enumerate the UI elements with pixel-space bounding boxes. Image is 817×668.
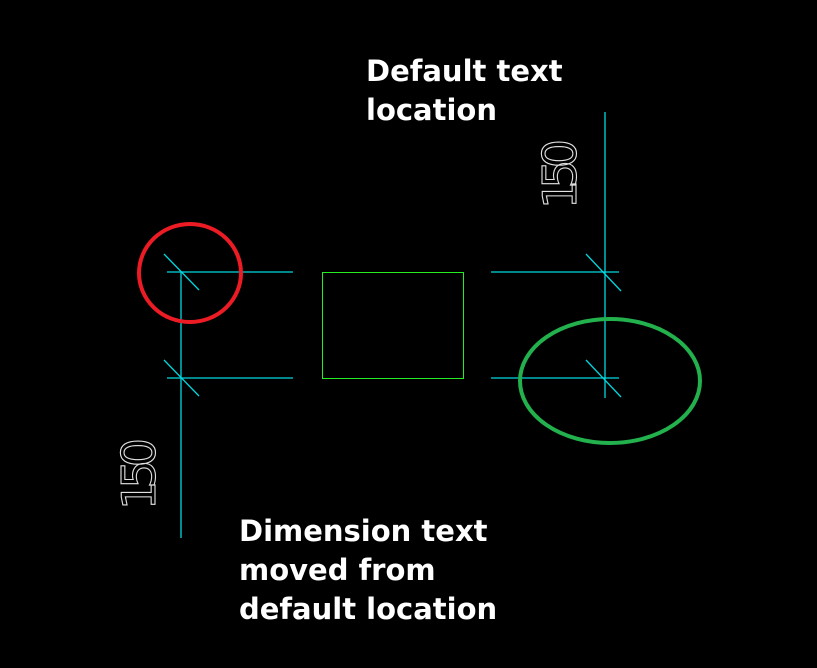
tick-top <box>585 253 622 292</box>
left-dimension-text: 150 <box>112 438 166 510</box>
tick-bottom <box>585 359 622 398</box>
right-dimension-text: 150 <box>533 139 587 209</box>
red-highlight-circle <box>137 222 243 324</box>
object-rectangle[interactable] <box>322 272 464 379</box>
tick-bottom <box>163 359 200 397</box>
right-dimension[interactable] <box>491 112 622 398</box>
moved-text-note: Dimension text moved from default locati… <box>239 514 498 626</box>
tick-top <box>163 253 200 291</box>
default-text-location-note: Default text location <box>366 54 563 127</box>
left-dimension[interactable] <box>163 253 293 538</box>
green-highlight-ellipse <box>518 317 702 445</box>
